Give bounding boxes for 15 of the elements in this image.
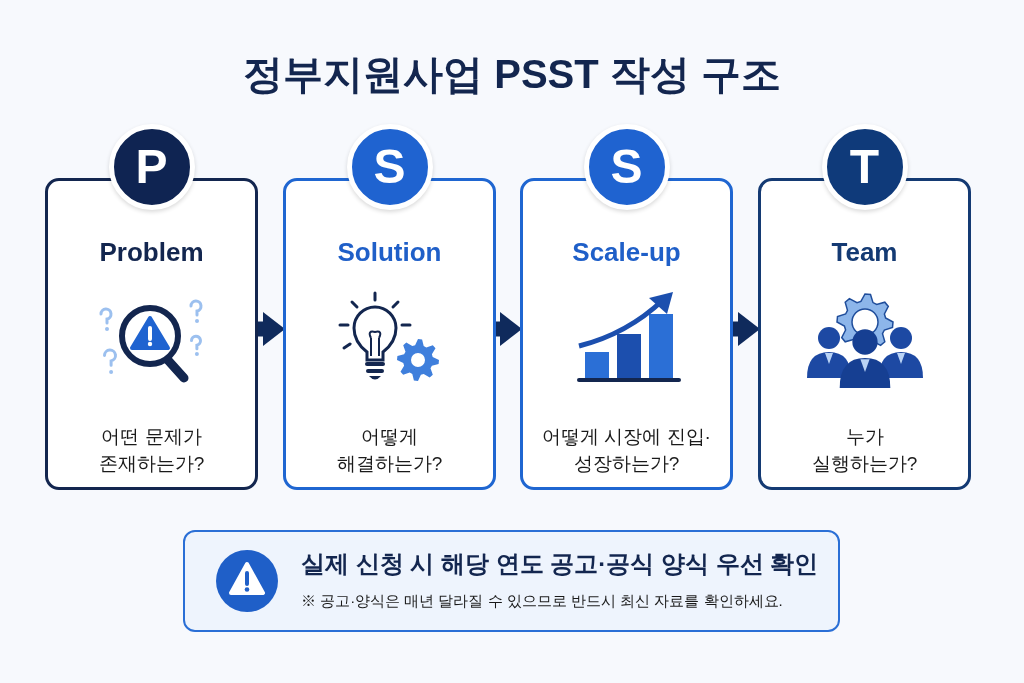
title: 정부지원사업 PSST 작성 구조: [242, 51, 782, 98]
card-title: Team: [830, 236, 899, 268]
notice-box: [183, 530, 840, 632]
arrow: [496, 312, 522, 346]
notice-heading: 실제 신청 시 해당 연도 공고·공식 양식 우선 확인: [301, 549, 819, 579]
question-text: 어떻게 시장에 진입·성장하는가?: [541, 425, 712, 476]
question-text: 어떤 문제가 존재하는가?: [97, 425, 206, 476]
card-title: Scale-up: [571, 236, 682, 268]
question-text: 어떻게 해결하는가?: [335, 425, 444, 476]
question-text: 누가 실행하는가?: [810, 425, 919, 476]
card-title: Problem: [98, 236, 205, 268]
arrow: [258, 312, 285, 346]
arrow: [733, 312, 760, 346]
card-title: Solution: [336, 236, 443, 268]
notice-note: ※ 공고·양식은 매년 달라질 수 있으므로 반드시 최신 자료를 확인하세요.: [301, 591, 783, 611]
